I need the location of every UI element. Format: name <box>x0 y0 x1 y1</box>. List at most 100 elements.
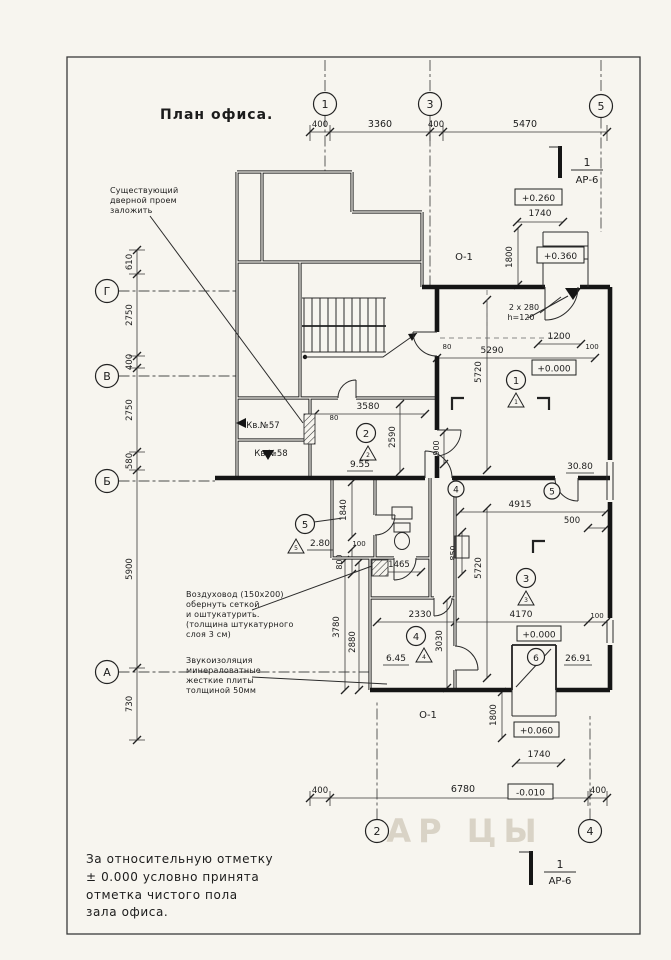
room-tri-4: 4 <box>422 654 426 661</box>
note-existing-2: дверной проем <box>110 196 177 205</box>
wall-mark-5 <box>543 482 561 500</box>
axis-label-v: В <box>103 370 111 383</box>
dim-2330: 2330 <box>409 610 432 620</box>
room-markers: 1 1 2 2 3 3 4 4 5 5 6 4 5 <box>287 369 561 667</box>
apartment-57-arrow <box>236 418 246 428</box>
axis-label-b: Б <box>103 475 111 488</box>
footnote-line-3: отметка чистого пола <box>86 888 238 902</box>
dim-1840: 1840 <box>339 499 349 521</box>
room-number-2: 2 <box>363 429 369 440</box>
room-circle-6 <box>526 647 546 667</box>
dim-100-top: 100 <box>585 343 598 351</box>
entry-door-mark <box>565 288 581 300</box>
room-number-5: 5 <box>302 520 308 531</box>
axis-label-4: 4 <box>587 825 594 838</box>
o1-label-top: О-1 <box>455 252 473 263</box>
walls-new <box>215 284 614 693</box>
axis-label-3: 3 <box>427 98 434 111</box>
dimension-labels: 400 3360 400 5470 400 6780 400 610 2750 … <box>125 119 606 796</box>
section-top-number: 1 <box>584 156 591 169</box>
dimension-ticks <box>132 127 612 803</box>
axis-label-a: А <box>103 666 111 679</box>
dim-500: 500 <box>564 516 580 526</box>
room-circle-5 <box>294 513 316 535</box>
dim-bot-6780: 6780 <box>451 784 475 795</box>
sheet-border <box>66 56 641 935</box>
dim-5720-room3: 5720 <box>474 557 484 579</box>
room-circle-1 <box>505 369 527 391</box>
steps-label-2: h=120 <box>507 313 534 322</box>
room-tri-1: 1 <box>514 399 518 406</box>
note-sound-3: жесткие плиты <box>186 676 254 685</box>
room-circle-4 <box>405 625 427 647</box>
area-room4: 6.45 <box>386 654 406 664</box>
note-sound-1: Звукоизоляция <box>186 656 253 665</box>
toilet-bowl <box>394 532 410 550</box>
elev-top-porch: +0.260 <box>522 194 556 204</box>
wall-mark-label-4: 4 <box>453 486 459 496</box>
wall-mark-label-5: 5 <box>549 488 555 498</box>
area-room1: 30.80 <box>567 462 593 472</box>
toilet-tank <box>393 522 411 533</box>
dim-top-3360: 3360 <box>368 119 392 130</box>
room-circle-3 <box>515 567 537 589</box>
dim-80a: 80 <box>330 414 339 422</box>
drawing-title: План офиса. <box>160 107 273 123</box>
axis-circle-2 <box>364 818 390 844</box>
axis-circle-5 <box>588 93 614 119</box>
dim-2590: 2590 <box>388 426 398 448</box>
dim-900: 900 <box>432 440 441 455</box>
room-number-3: 3 <box>523 574 529 585</box>
shaft <box>454 535 470 559</box>
wall-mark-4 <box>447 480 465 498</box>
dim-800: 800 <box>335 554 344 569</box>
area-room2: 9.55 <box>350 460 370 470</box>
dim-1740-bot: 1740 <box>528 750 551 760</box>
dim-left-610: 610 <box>125 254 135 270</box>
footnote-line-1: За относительную отметку <box>86 852 273 866</box>
dim-left-730: 730 <box>125 696 135 712</box>
apartment-57-label: Кв.№57 <box>246 421 279 431</box>
room-tri-5: 5 <box>294 545 298 552</box>
section-top-sheet: АР-6 <box>576 175 599 186</box>
dim-4170: 4170 <box>510 610 533 620</box>
bleed-through-text: АР ЦЫ <box>386 812 543 850</box>
section-bottom-sheet: АР-6 <box>549 876 572 887</box>
dim-top-400a: 400 <box>312 120 328 130</box>
room-number-1: 1 <box>513 376 519 387</box>
axis-circle-4 <box>577 818 603 844</box>
walls-existing <box>235 170 457 690</box>
room-tri-3: 3 <box>524 597 528 604</box>
dim-left-2750a: 2750 <box>125 304 135 326</box>
dim-1200: 1200 <box>548 332 571 342</box>
section-bottom-number: 1 <box>557 858 564 871</box>
dim-bot-400a: 400 <box>312 786 328 796</box>
dim-3030: 3030 <box>435 630 445 652</box>
dim-3580: 3580 <box>357 402 380 412</box>
note-existing-3: заложить <box>110 206 153 215</box>
dim-1800-top: 1800 <box>505 246 515 268</box>
o1-label-bottom: О-1 <box>419 710 437 721</box>
dim-top-400b: 400 <box>428 120 444 130</box>
note-existing-1: Существующий <box>110 186 178 195</box>
note-duct-4: (толщина штукатурного <box>186 620 294 629</box>
elevation-marks: +0.260 +0.360 +0.000 +0.000 +0.060 -0.01… <box>507 188 585 800</box>
dim-100-wc: 100 <box>352 540 365 548</box>
dim-1800-bot: 1800 <box>489 704 499 726</box>
dim-1465: 1465 <box>388 560 410 570</box>
note-duct-2: обернуть сеткой <box>186 600 260 609</box>
footnote: За относительную отметку ± 0.000 условно… <box>86 852 273 919</box>
axis-label-g: Г <box>104 285 111 298</box>
dim-3780: 3780 <box>332 616 342 638</box>
axis-label-1: 1 <box>322 98 329 111</box>
apartment-58-arrow <box>262 450 274 460</box>
dim-4915: 4915 <box>509 500 532 510</box>
note-duct-1: Воздуховод (150х200) <box>186 590 284 599</box>
note-duct-5: слоя 3 см) <box>186 630 231 639</box>
dim-5290: 5290 <box>481 346 504 356</box>
plan-labels: О-1 О-1 Кв.№57 Кв.№58 2 х 280 h=120 <box>236 252 562 721</box>
dim-1740-top: 1740 <box>529 209 552 219</box>
dim-left-5900: 5900 <box>125 558 135 580</box>
